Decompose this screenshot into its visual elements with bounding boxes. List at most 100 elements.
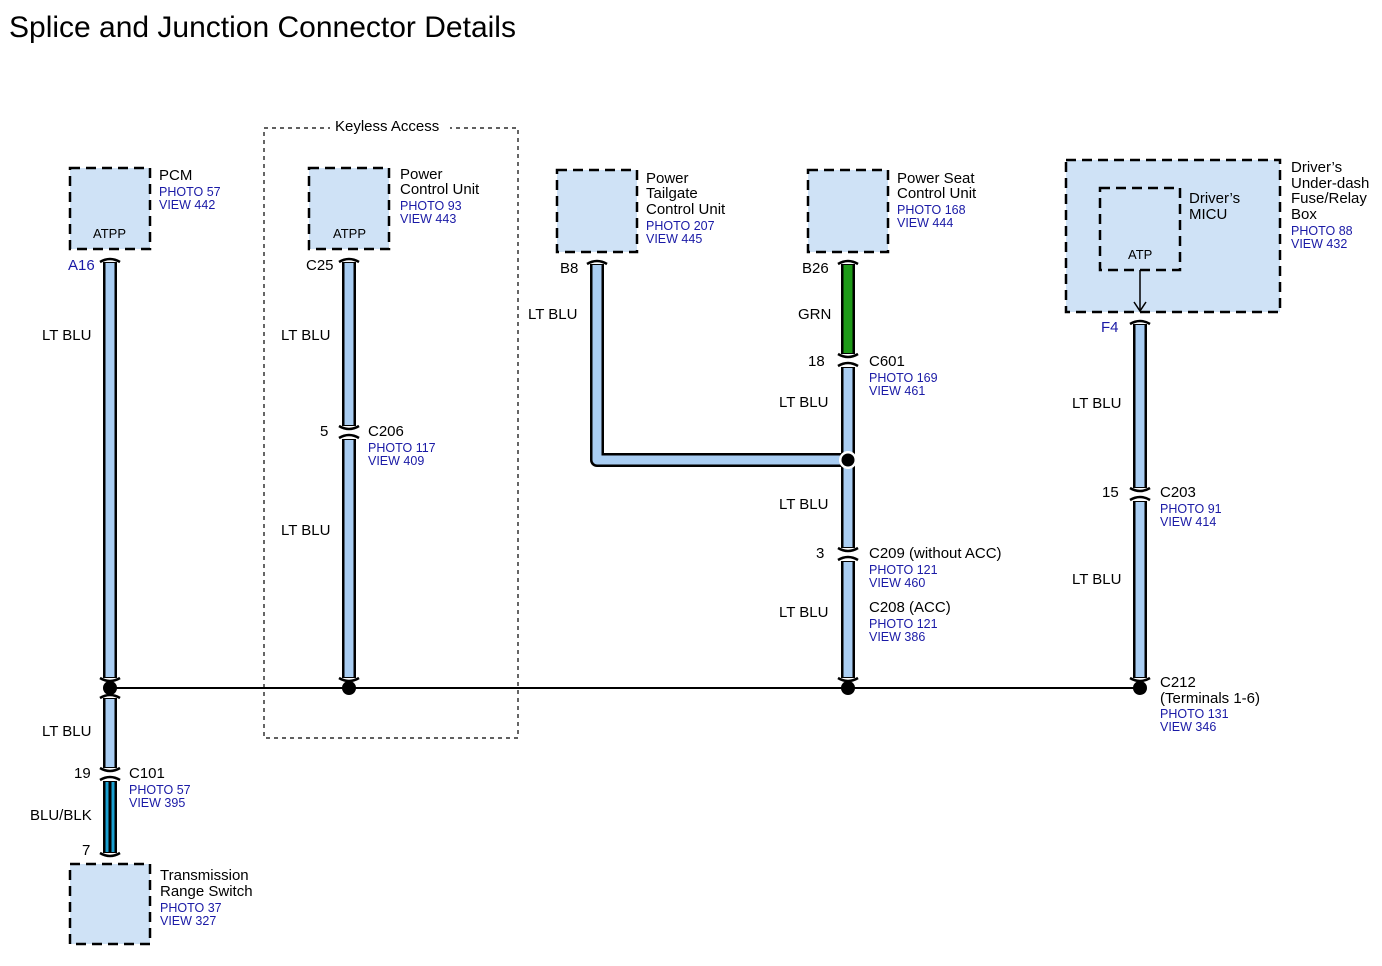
c203-name: C203	[1160, 484, 1196, 501]
pcu-lower-wire-color: LT BLU	[281, 522, 330, 539]
c208-view-link[interactable]: VIEW 386	[869, 630, 925, 644]
fuse-pin: F4	[1101, 319, 1119, 336]
c206-view-link[interactable]: VIEW 409	[368, 454, 424, 468]
pcu-box[interactable]	[307, 166, 391, 251]
trs-box[interactable]	[68, 862, 152, 946]
ptcu-name-line1: Power	[646, 170, 689, 187]
c101-top-half	[99, 766, 121, 773]
fuse-lower-wire-color: LT BLU	[1072, 571, 1121, 588]
ptcu-wire-color: LT BLU	[528, 306, 577, 323]
fuse-name-line2: Under-dash	[1291, 175, 1369, 192]
micu-arrow-head	[1133, 301, 1147, 313]
ptcu-pin-connector	[586, 259, 608, 266]
bus-dot-fuse	[1133, 681, 1147, 695]
pscu-bus-connector	[837, 676, 859, 683]
c206-bottom-half	[338, 433, 360, 440]
c212-photo-link[interactable]: PHOTO 131	[1160, 707, 1229, 721]
pcm-view-link[interactable]: VIEW 442	[159, 198, 215, 212]
c601-top-half	[837, 352, 859, 359]
c101-upper-wire-color: LT BLU	[42, 723, 91, 740]
c601-pin: 18	[808, 353, 825, 370]
fuse-view-link[interactable]: VIEW 432	[1291, 237, 1347, 251]
c203-photo-link[interactable]: PHOTO 91	[1160, 502, 1222, 516]
c101-photo-link[interactable]: PHOTO 57	[129, 783, 191, 797]
splice-lower-wire-color: LT BLU	[779, 496, 828, 513]
c209-view-link[interactable]: VIEW 460	[869, 576, 925, 590]
c206-photo-link[interactable]: PHOTO 117	[368, 441, 436, 455]
c101-pin: 19	[74, 765, 91, 782]
c601-view-link[interactable]: VIEW 461	[869, 384, 925, 398]
pcu-inner-label: ATPP	[333, 226, 366, 241]
fuse-photo-link[interactable]: PHOTO 88	[1291, 224, 1353, 238]
bus-dot-pcm	[103, 681, 117, 695]
pcm-box[interactable]	[68, 166, 152, 251]
ptcu-pin: B8	[560, 260, 578, 277]
fuse-name-line1: Driver’s	[1291, 159, 1342, 176]
fuse-name-line4: Box	[1291, 206, 1317, 223]
trs-pin: 7	[82, 842, 90, 859]
ptcu-box[interactable]	[555, 168, 639, 254]
micu-name-line2: MICU	[1189, 206, 1227, 223]
pcu-photo-link[interactable]: PHOTO 93	[400, 199, 462, 213]
fuse-bus-connector	[1129, 676, 1151, 683]
pcm-photo-link[interactable]: PHOTO 57	[159, 185, 221, 199]
c206-top-half	[338, 424, 360, 431]
c212-sub: (Terminals 1-6)	[1160, 690, 1260, 707]
c209-name: C209 (without ACC)	[869, 545, 1002, 562]
pcu-bus-connector	[338, 676, 360, 683]
c101-name: C101	[129, 765, 165, 782]
c208-photo-link[interactable]: PHOTO 121	[869, 617, 938, 631]
trs-photo-link[interactable]: PHOTO 37	[160, 901, 222, 915]
ptcu-wire-fill	[592, 265, 848, 465]
c208-name: C208 (ACC)	[869, 599, 951, 616]
pscu-box[interactable]	[806, 168, 890, 254]
c212-view-link[interactable]: VIEW 346	[1160, 720, 1216, 734]
page-title: Splice and Junction Connector Details	[9, 11, 516, 44]
pcm-bus-connector	[99, 676, 121, 683]
c209-photo-link[interactable]: PHOTO 121	[869, 563, 938, 577]
pcm-pin-connector	[99, 257, 121, 264]
pscu-photo-link[interactable]: PHOTO 168	[897, 203, 966, 217]
pcu-name-line2: Control Unit	[400, 181, 480, 198]
c209-bottom-half	[837, 555, 859, 562]
frame-label-bg	[330, 118, 450, 136]
pscu-pin: B26	[802, 260, 829, 277]
c601-name: C601	[869, 353, 905, 370]
c601-photo-link[interactable]: PHOTO 169	[869, 371, 938, 385]
c101-view-link[interactable]: VIEW 395	[129, 796, 185, 810]
c203-top-half	[1129, 486, 1151, 493]
trs-view-link[interactable]: VIEW 327	[160, 914, 216, 928]
bus-lower-connector	[99, 693, 121, 700]
c203-view-link[interactable]: VIEW 414	[1160, 515, 1216, 529]
c203-pin: 15	[1102, 484, 1119, 501]
bus-dot-pcu	[342, 681, 356, 695]
trs-name-line1: Transmission	[160, 867, 249, 884]
micu-inner-label: ATP	[1128, 247, 1152, 262]
c209-top-half	[837, 546, 859, 553]
bus-dot-pscu	[841, 681, 855, 695]
pcm-pin: A16	[68, 257, 95, 274]
blublk-wire-color: BLU/BLK	[30, 807, 92, 824]
trs-pin-connector	[99, 851, 121, 858]
pcm-name: PCM	[159, 167, 192, 184]
pcm-wire-color: LT BLU	[42, 327, 91, 344]
c212-name: C212	[1160, 674, 1196, 691]
c206-name: C206	[368, 423, 404, 440]
pcu-name-line1: Power	[400, 166, 443, 183]
c206-pin: 5	[320, 423, 328, 440]
fuse-name-line3: Fuse/Relay	[1291, 190, 1367, 207]
ptcu-name-line2: Tailgate	[646, 185, 698, 202]
c601-lower-wire-color: LT BLU	[779, 394, 828, 411]
pscu-view-link[interactable]: VIEW 444	[897, 216, 953, 230]
fuse-upper-wire-color: LT BLU	[1072, 395, 1121, 412]
ptcu-view-link[interactable]: VIEW 445	[646, 232, 702, 246]
pscu-name-line1: Power Seat	[897, 170, 975, 187]
c209-lower-wire-color: LT BLU	[779, 604, 828, 621]
micu-name-line1: Driver’s	[1189, 190, 1240, 207]
trs-name-line2: Range Switch	[160, 883, 253, 900]
pcu-view-link[interactable]: VIEW 443	[400, 212, 456, 226]
pcu-upper-wire-color: LT BLU	[281, 327, 330, 344]
pcu-pin-connector	[338, 257, 360, 264]
ptcu-photo-link[interactable]: PHOTO 207	[646, 219, 715, 233]
